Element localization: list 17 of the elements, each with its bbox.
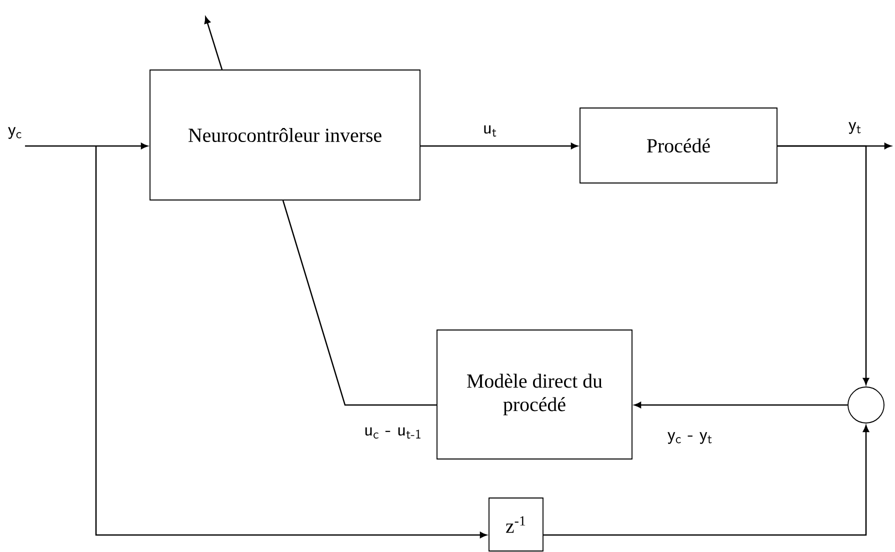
edge-label: u$_{t}$ xyxy=(482,124,498,138)
edge-label: u$_{c}$ - u$_{t-1}$ xyxy=(362,426,424,440)
arrow xyxy=(95,146,487,538)
arrow xyxy=(204,16,223,70)
arrow xyxy=(777,145,870,385)
delay-box: z$^{-1}$ xyxy=(488,498,544,552)
summing-junction xyxy=(848,386,884,424)
edge-label: y$_{t}$ xyxy=(847,120,863,136)
process-box: Procédé xyxy=(580,108,778,184)
model-box: Modèle direct du procédé xyxy=(436,330,632,460)
arrow xyxy=(25,142,148,150)
controller-box: Neurocontrôleur inverse xyxy=(150,70,420,200)
arrow xyxy=(634,402,848,408)
arrow xyxy=(543,425,870,536)
edge-label: y$_{c}$ xyxy=(6,126,24,140)
edge-label: y$_{c}$ - y$_{t}$ xyxy=(666,430,714,446)
arrow xyxy=(420,142,578,150)
